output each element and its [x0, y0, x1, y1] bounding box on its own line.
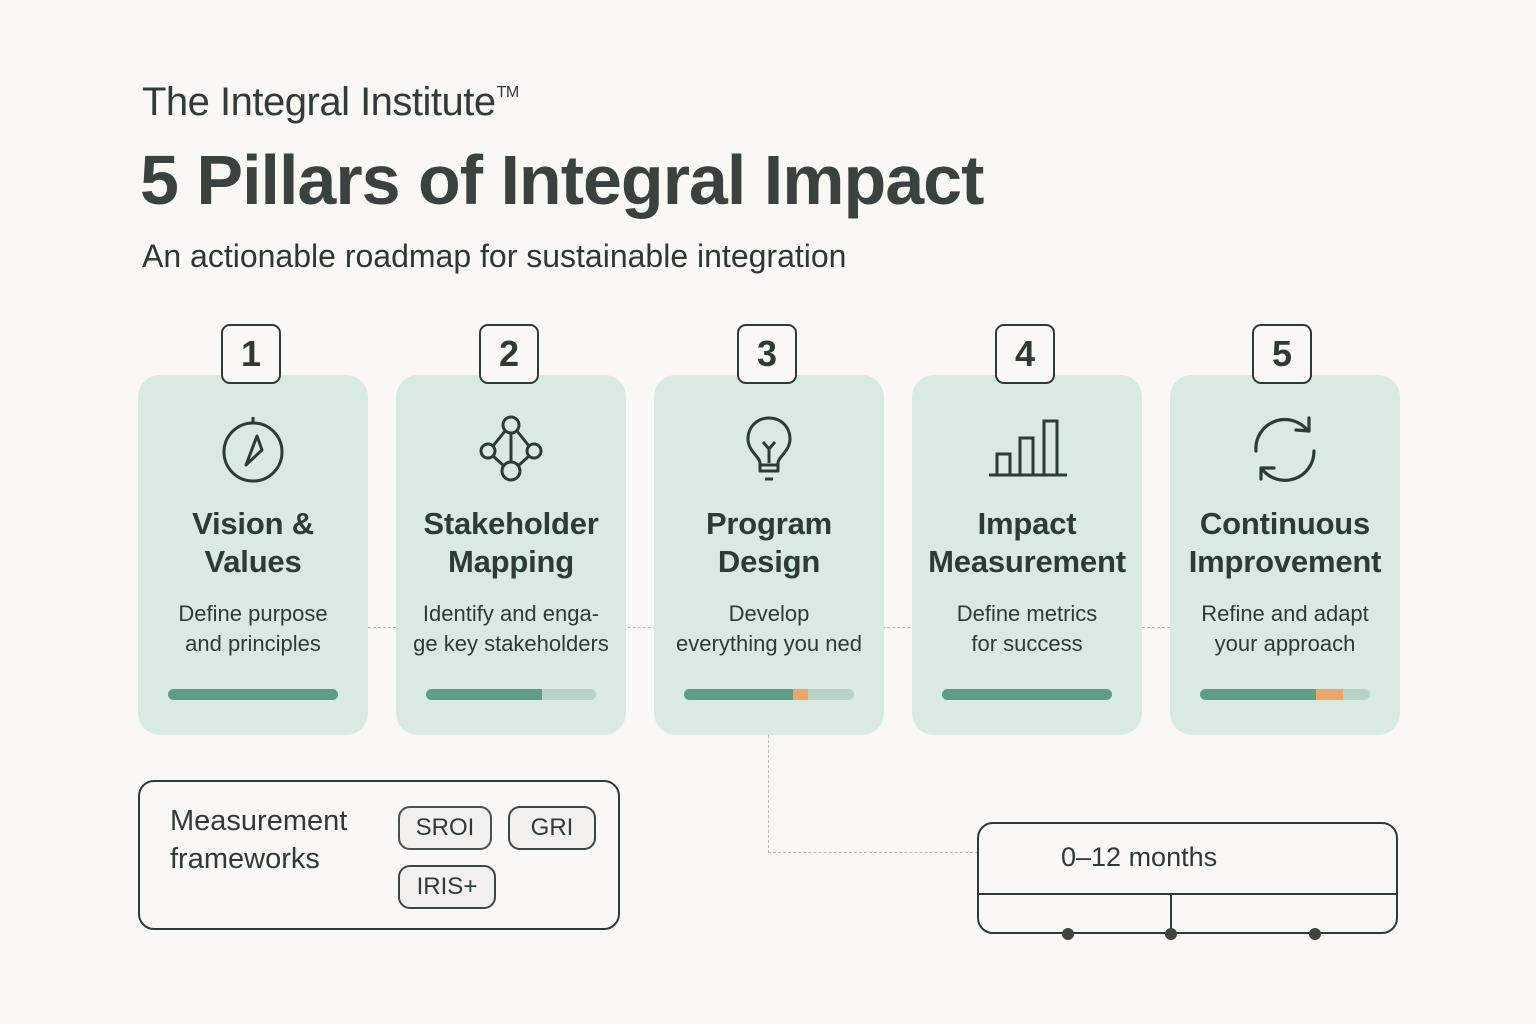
- progress-fill: [426, 689, 542, 700]
- timeline-panel: 0–12 months: [977, 822, 1398, 940]
- pillar-card-vision-values: Vision &Values Define purpose and princi…: [138, 375, 368, 735]
- network-icon: [479, 415, 543, 482]
- timeline-marker-dot: [1165, 928, 1177, 940]
- bar-chart-icon: [989, 419, 1067, 477]
- pillar-description: Develop everything you ned: [676, 601, 862, 656]
- pillar-number-badge: 1: [221, 324, 281, 384]
- measurement-frameworks-panel: Measurement frameworks SROI GRI IRIS+: [138, 780, 620, 930]
- pillar-description: Identify and enga- ge key stakeholders: [413, 601, 609, 656]
- progress-fill: [168, 689, 338, 700]
- trademark-symbol: TM: [496, 84, 520, 101]
- compass-icon: [222, 417, 284, 483]
- pillar-description: Define metrics for success: [956, 601, 1098, 656]
- page-subtitle: An actionable roadmap for sustainable in…: [142, 238, 847, 274]
- progress-fill: [684, 689, 793, 700]
- framework-chip-sroi[interactable]: SROI: [398, 806, 492, 850]
- framework-chip-iris[interactable]: IRIS+: [398, 865, 496, 909]
- page-title: 5 Pillars of Integral Impact: [140, 141, 984, 219]
- refresh-cycle-icon: [1254, 416, 1316, 482]
- timeline-marker-dot: [1062, 928, 1074, 940]
- framework-chip-gri[interactable]: GRI: [508, 806, 596, 850]
- timeline-marker-dot: [1309, 928, 1321, 940]
- progress-fill: [942, 689, 1112, 700]
- pillar-number-badge: 4: [995, 324, 1055, 384]
- pillar-number-badge: 2: [479, 324, 539, 384]
- frameworks-label: Measurement frameworks: [170, 805, 348, 875]
- progress-fill: [1200, 689, 1316, 700]
- timeline-connector-vertical: [768, 735, 769, 853]
- progress-bar: [168, 689, 338, 700]
- brand-name: The Integral InstituteTM: [142, 80, 519, 125]
- progress-accent: [792, 689, 809, 700]
- pillar-description: Refine and adapt your approach: [1201, 601, 1369, 656]
- progress-accent: [1315, 689, 1343, 700]
- timeline-divider: [979, 893, 1396, 895]
- timeline-tick: [1170, 894, 1172, 934]
- pillar-description: Define purpose and principles: [178, 601, 328, 656]
- progress-bar: [1200, 689, 1370, 700]
- brand-text: The Integral Institute: [142, 80, 496, 124]
- pillar-title: Vision &Values: [192, 506, 314, 579]
- timeline-label: 0–12 months: [1061, 842, 1218, 872]
- progress-bar: [942, 689, 1112, 700]
- progress-bar: [426, 689, 596, 700]
- timeline-connector-horizontal: [768, 852, 978, 853]
- progress-bar: [684, 689, 854, 700]
- lightbulb-icon: [746, 416, 792, 481]
- pillar-number-badge: 5: [1252, 324, 1312, 384]
- pillar-number-badge: 3: [737, 324, 797, 384]
